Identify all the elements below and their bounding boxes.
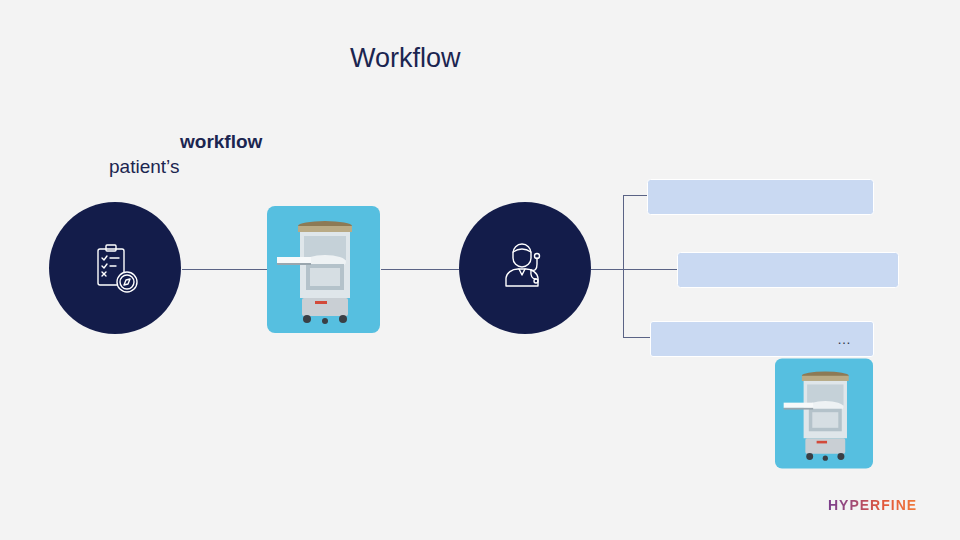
emphasis-label: workflow [180,131,262,153]
box-text: … [837,331,851,347]
brand-logo: HYPERFINE [828,497,917,513]
list-box: … [650,321,874,357]
diagram-title: Workflow [350,43,461,74]
caption-label: patient’s [109,156,179,178]
